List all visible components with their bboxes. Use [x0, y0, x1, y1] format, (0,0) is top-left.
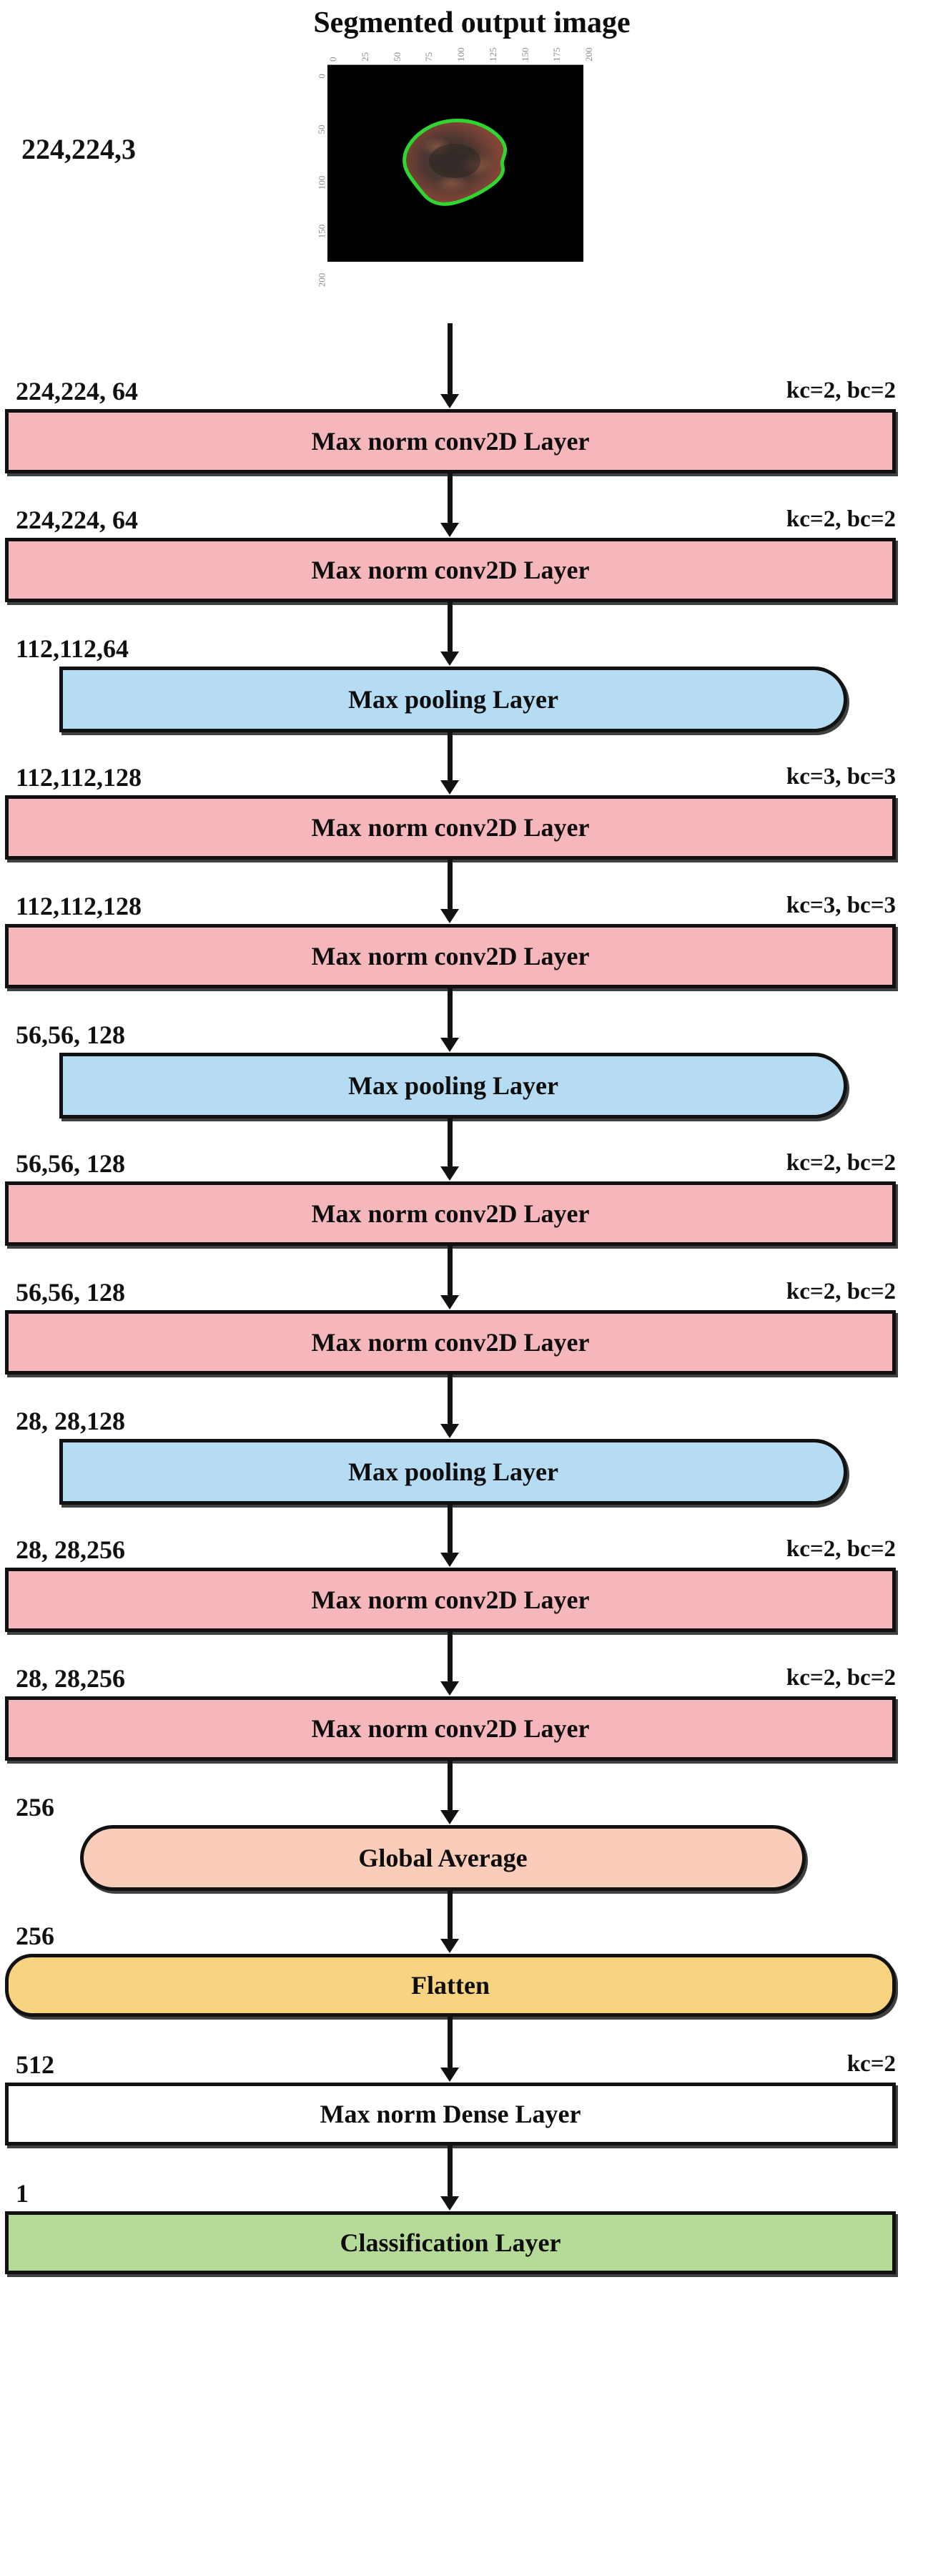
layer-box-dense[interactable]: Max norm Dense Layer: [5, 2083, 896, 2145]
params-label-conv7: kc=2, bc=2: [786, 1536, 896, 1562]
layer-box-conv3[interactable]: Max norm conv2D Layer: [5, 795, 896, 860]
layer-label-conv3: Max norm conv2D Layer: [311, 813, 590, 842]
flow-arrow: [440, 1119, 459, 1181]
layer-label-classify: Classification Layer: [340, 2228, 561, 2257]
params-label-conv6: kc=2, bc=2: [786, 1279, 896, 1304]
layer-label-dense: Max norm Dense Layer: [320, 2100, 581, 2128]
layer-box-classify[interactable]: Classification Layer: [5, 2211, 896, 2274]
shape-label-conv1: 224,224, 64: [16, 377, 138, 405]
flow-arrow: [440, 1891, 459, 1953]
params-label-conv4: kc=3, bc=3: [786, 893, 896, 918]
layer-label-conv7: Max norm conv2D Layer: [311, 1586, 590, 1614]
params-label-conv2: kc=2, bc=2: [786, 506, 896, 532]
lesion-contour-icon: [403, 118, 508, 206]
shape-label-conv4: 112,112,128: [16, 892, 142, 920]
params-label-conv8: kc=2, bc=2: [786, 1665, 896, 1691]
page-title: Segmented output image: [313, 6, 631, 39]
flow-arrow: [440, 1761, 459, 1824]
layer-label-conv6: Max norm conv2D Layer: [311, 1328, 590, 1357]
flow-arrow: [440, 473, 459, 537]
layer-box-conv1[interactable]: Max norm conv2D Layer: [5, 409, 896, 473]
shape-label-conv3: 112,112,128: [16, 763, 142, 792]
flow-arrow: [440, 323, 459, 408]
shape-label-dense: 512: [16, 2050, 54, 2079]
segmented-lesion-image: [327, 64, 583, 262]
layer-label-pool1: Max pooling Layer: [348, 685, 558, 714]
layer-label-conv8: Max norm conv2D Layer: [311, 1714, 590, 1743]
layer-label-conv1: Max norm conv2D Layer: [311, 427, 590, 456]
shape-label-pool1: 112,112,64: [16, 634, 129, 663]
flow-arrow: [440, 732, 459, 795]
flow-arrow: [440, 1375, 459, 1438]
params-label-dense: kc=2: [846, 2051, 896, 2077]
layer-box-gap[interactable]: Global Average: [80, 1825, 806, 1891]
layer-box-pool3[interactable]: Max pooling Layer: [59, 1439, 847, 1505]
shape-label-conv8: 28, 28,256: [16, 1664, 125, 1693]
shape-label-pool3: 28, 28,128: [16, 1407, 125, 1435]
layer-label-conv5: Max norm conv2D Layer: [311, 1199, 590, 1228]
shape-label-conv2: 224,224, 64: [16, 506, 138, 534]
layer-label-pool2: Max pooling Layer: [348, 1071, 558, 1100]
layer-label-pool3: Max pooling Layer: [348, 1457, 558, 1486]
layer-box-conv4[interactable]: Max norm conv2D Layer: [5, 924, 896, 988]
layer-label-conv2: Max norm conv2D Layer: [311, 556, 590, 584]
flow-arrow: [440, 988, 459, 1052]
shape-label-pool2: 56,56, 128: [16, 1021, 125, 1049]
shape-label-gap: 256: [16, 1793, 54, 1822]
flow-arrow: [440, 2017, 459, 2082]
layer-box-conv5[interactable]: Max norm conv2D Layer: [5, 1181, 896, 1246]
shape-label-flatten: 256: [16, 1922, 54, 1950]
layer-box-conv6[interactable]: Max norm conv2D Layer: [5, 1310, 896, 1375]
params-label-conv3: kc=3, bc=3: [786, 764, 896, 790]
shape-label-classify: 1: [16, 2179, 29, 2208]
layer-box-conv8[interactable]: Max norm conv2D Layer: [5, 1696, 896, 1761]
layer-box-pool2[interactable]: Max pooling Layer: [59, 1053, 847, 1119]
params-label-conv5: kc=2, bc=2: [786, 1150, 896, 1176]
flow-arrow: [440, 860, 459, 923]
layer-label-flatten: Flatten: [411, 1971, 490, 2000]
layer-box-conv2[interactable]: Max norm conv2D Layer: [5, 538, 896, 602]
flow-arrow: [440, 2145, 459, 2211]
flow-arrow: [440, 1632, 459, 1696]
shape-label-conv7: 28, 28,256: [16, 1535, 125, 1564]
layer-label-conv4: Max norm conv2D Layer: [311, 942, 590, 970]
layer-label-gap: Global Average: [358, 1844, 528, 1872]
flow-arrow: [440, 1505, 459, 1567]
shape-label-conv5: 56,56, 128: [16, 1149, 125, 1178]
params-label-conv1: kc=2, bc=2: [786, 378, 896, 403]
flow-arrow: [440, 1246, 459, 1309]
input-shape-label: 224,224,3: [21, 133, 136, 165]
flow-arrow: [440, 602, 459, 666]
layer-box-pool1[interactable]: Max pooling Layer: [59, 667, 847, 732]
layer-box-flatten[interactable]: Flatten: [5, 1954, 896, 2017]
shape-label-conv6: 56,56, 128: [16, 1278, 125, 1307]
layer-box-conv7[interactable]: Max norm conv2D Layer: [5, 1568, 896, 1632]
